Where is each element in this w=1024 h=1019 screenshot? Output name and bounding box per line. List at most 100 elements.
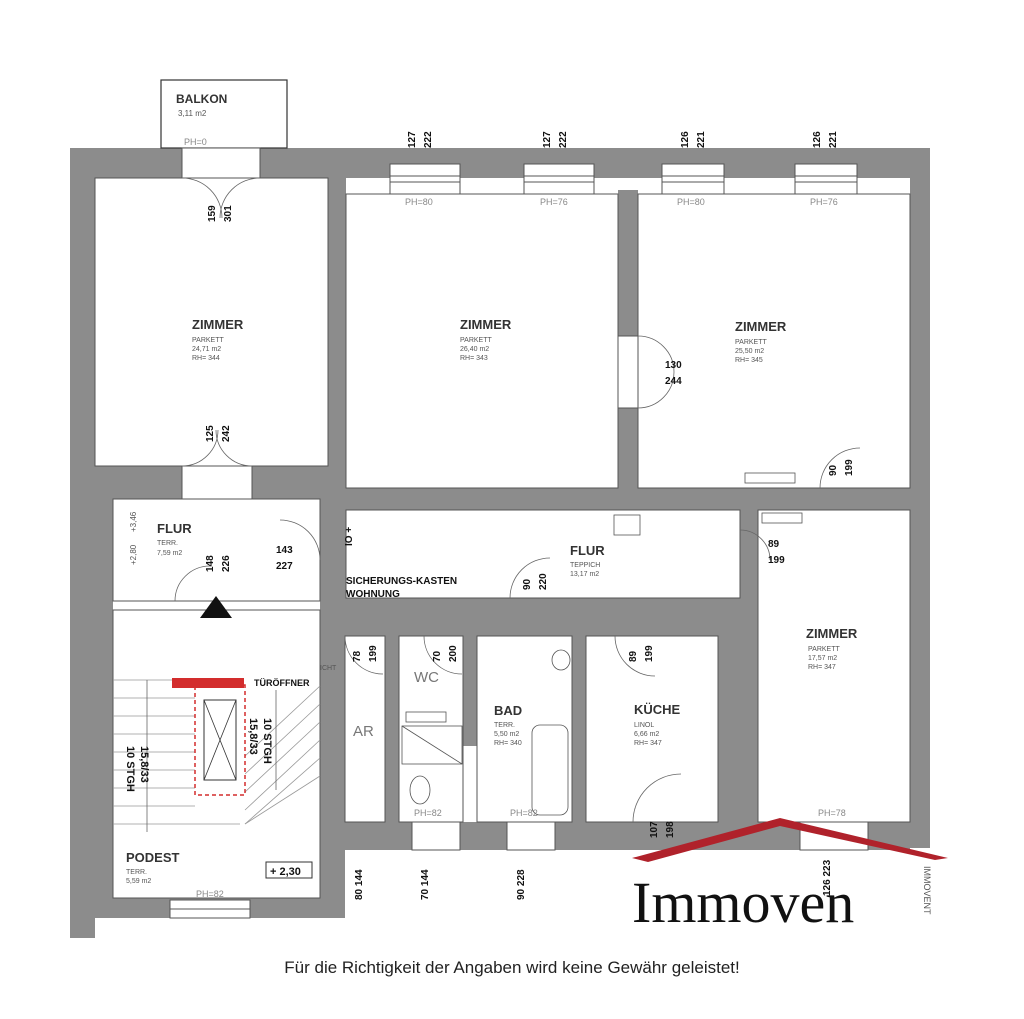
disclaimer: Für die Richtigkeit der Angaben wird kei… [284,958,740,977]
zimmer2-area: 26,40 m2 [460,346,489,353]
sicherungskasten-label: SICHERUNGS-KASTEN [346,576,457,587]
logo-side-text: IMMOVENT [922,866,932,915]
zimmer4-floor: PARKETT [808,646,840,653]
win2-h: 222 [558,131,569,148]
level-marker-1: +3,46 [129,511,138,532]
level-marker: + 2,30 [270,866,301,878]
door-z3-w: 90 [828,464,839,476]
door-flur2-w: 90 [522,578,533,590]
door-ar-w: 78 [352,650,363,662]
door-kueche-low-h: 198 [665,821,676,838]
zimmer3-floor: PARKETT [735,339,767,346]
zimmer3-area: 25,50 m2 [735,348,764,355]
door-entry-h: 226 [221,555,232,572]
door-balkon-w: 159 [207,205,218,222]
door-wc-h: 200 [448,645,459,662]
win4-h: 221 [828,131,839,148]
bottom-dim-1: 80 144 [354,869,365,900]
room-labels: BALKON 3,11 m2 PH=0 ZIMMER PARKETT 24,71… [126,92,858,899]
bathroom-fixtures [401,514,641,816]
wohnung-label: WOHNUNG [346,589,400,600]
win2-w: 127 [542,131,553,148]
win1-ph: PH=80 [405,197,433,207]
bad-area: 5,50 m2 [494,731,519,738]
flur1-name: FLUR [157,521,192,536]
entrance-marker [200,596,232,618]
door-ar-h: 199 [368,645,379,662]
kueche-floor: LINOL [634,722,654,729]
cut-text: ICHT [320,665,337,672]
flur1-floor: TERR. [157,540,178,547]
zimmer1-name: ZIMMER [192,317,244,332]
win3-w: 126 [680,131,691,148]
intercom-panel [172,678,244,688]
win1-h: 222 [423,131,434,148]
flur2-floor: TEPPICH [570,562,600,569]
wc-ph: PH=82 [414,808,442,818]
door-z2z3-w: 130 [665,360,682,371]
win3-ph: PH=80 [677,197,705,207]
z4-ph: PH=78 [818,808,846,818]
bottom-dim-4: 126 223 [822,859,833,896]
door-z1-w: 125 [205,425,216,442]
win2-ph: PH=76 [540,197,568,207]
zimmer1-rh: RH= 344 [192,355,220,362]
bad-floor: TERR. [494,722,515,729]
balkon-ph: PH=0 [184,137,207,147]
door-flur-w: 143 [276,545,293,556]
zimmer4-name: ZIMMER [806,626,858,641]
podest-floor: TERR. [126,869,147,876]
stairs-label-right: 10 STGH [261,718,273,764]
zimmer4-area: 17,57 m2 [808,655,837,662]
door-z4-h: 199 [768,555,785,566]
staircase [113,679,321,832]
annotations: SICHERUNGS-KASTEN WOHNUNG TÜRÖFFNER 10 S… [124,511,846,900]
io-label: IO + [344,527,355,546]
zimmer2-rh: RH= 343 [460,355,488,362]
podest-name: PODEST [126,850,180,865]
flur2-name: FLUR [570,543,605,558]
logo-name: Immoven [632,870,854,935]
zimmer1-area: 24,71 m2 [192,346,221,353]
stairs-ratio-right: 15,8/33 [247,718,259,755]
flur1-area: 7,59 m2 [157,550,182,557]
ar-name: AR [353,723,374,740]
door-z1-h: 242 [221,425,232,442]
balcony [160,79,288,149]
stairs-ratio-left: 15,8/33 [138,746,150,783]
immoven-logo: Immoven IMMOVENT [632,818,948,935]
door-kueche-low-w: 107 [649,821,660,838]
bottom-dim-2: 70 144 [420,869,431,900]
kueche-area: 6,66 m2 [634,731,659,738]
wc-name: WC [414,669,439,686]
window-dimensions: 127 222 127 222 126 221 126 221 PH=80 PH… [405,131,839,207]
zimmer1-floor: PARKETT [192,337,224,344]
door-kueche-h: 199 [644,645,655,662]
door-kueche-w: 89 [628,650,639,662]
level-marker-2: +2,80 [129,544,138,565]
win4-ph: PH=76 [810,197,838,207]
bad-rh: RH= 340 [494,740,522,747]
door-arcs [174,177,861,823]
logo-roof [632,818,948,862]
door-wc-w: 70 [432,650,443,662]
door-entry-w: 148 [205,555,216,572]
zimmer2-floor: PARKETT [460,337,492,344]
door-flur2-h: 220 [538,573,549,590]
win3-h: 221 [696,131,707,148]
door-z4-w: 89 [768,539,780,550]
podest-ph: PH=82 [196,889,224,899]
flur2-area: 13,17 m2 [570,571,599,578]
radiators [744,472,803,524]
win1-w: 127 [407,131,418,148]
room-interiors [94,177,911,899]
kueche-rh: RH= 347 [634,740,662,747]
stairs-label-left: 10 STGH [124,746,136,792]
zimmer2-name: ZIMMER [460,317,512,332]
bad-ph: PH=82 [510,808,538,818]
kueche-name: KÜCHE [634,702,681,717]
zimmer4-rh: RH= 347 [808,664,836,671]
win4-w: 126 [812,131,823,148]
balkon-area: 3,11 m2 [178,109,207,118]
